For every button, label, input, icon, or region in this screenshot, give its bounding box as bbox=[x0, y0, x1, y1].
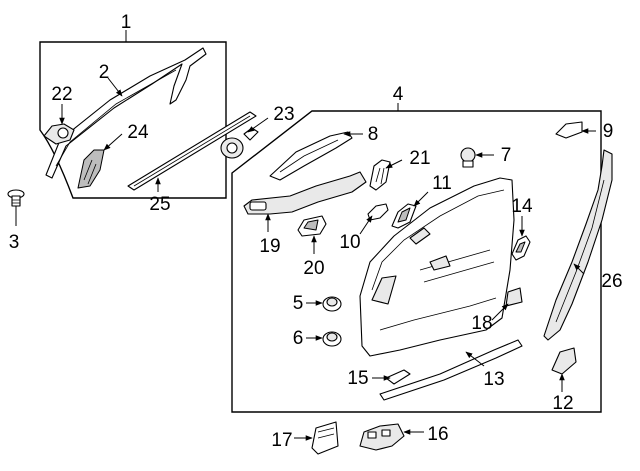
callout-6: 6 bbox=[293, 328, 304, 349]
part-20-switch-bezel bbox=[297, 215, 327, 237]
part-22-mirror-bracket bbox=[43, 123, 75, 145]
callout-26: 26 bbox=[601, 271, 622, 292]
callout-14: 14 bbox=[511, 196, 533, 217]
part-16-switch-assembly bbox=[359, 423, 405, 451]
part-9-garnish bbox=[555, 121, 583, 139]
part-6-plug bbox=[322, 331, 342, 347]
callout-19: 19 bbox=[259, 236, 280, 257]
part-17-control-module bbox=[311, 421, 339, 455]
callout-11: 11 bbox=[432, 173, 452, 194]
callout-18: 18 bbox=[471, 313, 492, 334]
callout-23: 23 bbox=[273, 104, 294, 125]
part-2-window-channel bbox=[45, 47, 207, 179]
callout-2: 2 bbox=[99, 62, 110, 83]
part-5-plug bbox=[322, 296, 342, 312]
callout-7: 7 bbox=[501, 145, 512, 166]
part-26-pillar-trim bbox=[543, 149, 613, 341]
group-4-frame bbox=[231, 110, 602, 413]
callout-25: 25 bbox=[149, 194, 170, 215]
leader-lines bbox=[15, 77, 596, 441]
callout-5: 5 bbox=[293, 293, 304, 314]
part-door-trim-panel bbox=[359, 177, 515, 357]
callout-8: 8 bbox=[368, 124, 379, 145]
callout-15: 15 bbox=[347, 368, 368, 389]
callout-20: 20 bbox=[303, 258, 324, 279]
callout-16: 16 bbox=[427, 424, 448, 445]
part-11-inner-handle bbox=[391, 203, 417, 229]
part-24-corner-cover bbox=[77, 149, 105, 189]
callout-17: 17 bbox=[271, 430, 292, 451]
callout-22: 22 bbox=[51, 84, 72, 105]
part-13-weatherstrip bbox=[379, 339, 523, 401]
callout-21: 21 bbox=[409, 148, 430, 169]
part-23-speaker-cover bbox=[220, 137, 244, 159]
part-21-handle-cover bbox=[369, 159, 391, 191]
part-8-pull-handle-upper bbox=[269, 131, 353, 181]
callout-12: 12 bbox=[552, 393, 573, 414]
callout-1: 1 bbox=[121, 12, 132, 33]
part-12-cap bbox=[551, 347, 577, 375]
part-3-screw bbox=[7, 189, 25, 207]
callout-13: 13 bbox=[483, 369, 504, 390]
callout-10: 10 bbox=[339, 232, 360, 253]
callout-24: 24 bbox=[127, 122, 149, 143]
part-19-armrest bbox=[243, 171, 367, 215]
part-18-bracket bbox=[505, 287, 523, 307]
callout-9: 9 bbox=[603, 121, 614, 142]
part-14-switch-bezel bbox=[511, 235, 531, 261]
part-15-reflector bbox=[385, 369, 411, 385]
group-1-frame bbox=[39, 41, 227, 199]
callout-4: 4 bbox=[393, 84, 404, 105]
callout-3: 3 bbox=[9, 232, 20, 253]
part-25-belt-moulding bbox=[127, 111, 257, 191]
part-7-push-clip bbox=[460, 147, 476, 168]
